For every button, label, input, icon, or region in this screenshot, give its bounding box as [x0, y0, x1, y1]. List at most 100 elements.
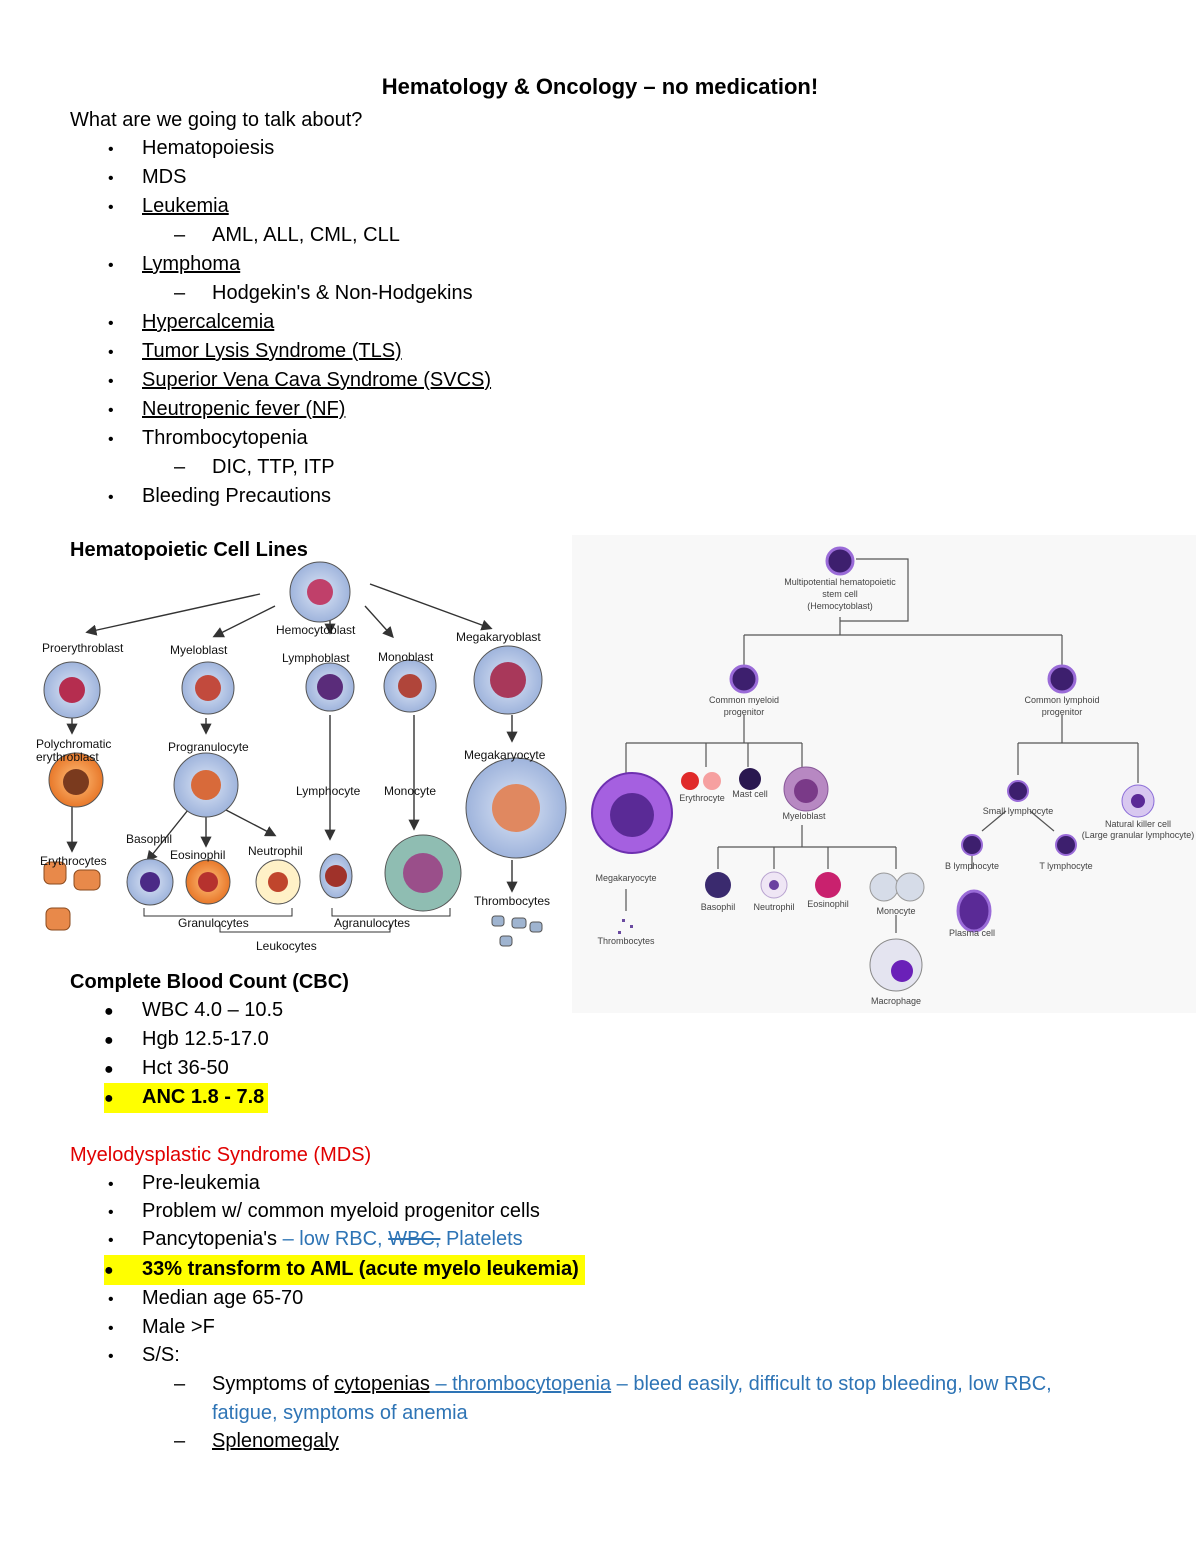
mds-item-2: •Problem w/ common myeloid progenitor ce…: [108, 1200, 540, 1222]
mds-item-3: •Pancytopenia's – low RBC, WBC, Platelet…: [108, 1228, 523, 1250]
mds-item-7: •S/S:: [108, 1344, 180, 1366]
label-nk-2: (Large granular lymphocyte): [1082, 830, 1195, 840]
bullet-icon: ●: [104, 1032, 114, 1049]
cbc-heading: Complete Blood Count (CBC): [70, 971, 349, 993]
label-nk-1: Natural killer cell: [1105, 819, 1171, 829]
cbc-item: ● Hgb 12.5-17.0: [104, 1025, 269, 1055]
bullet-icon: •: [108, 402, 114, 419]
label-neutrophil: Neutrophil: [248, 844, 303, 858]
label-stem-3: (Hemocytoblast): [807, 601, 873, 611]
label-monoblast: Monoblast: [378, 650, 434, 664]
topic-label: Leukemia: [142, 195, 229, 217]
label-basophil: Basophil: [126, 832, 172, 846]
label-megakaryocyte: Megakaryocyte: [595, 873, 656, 883]
label-common-myeloid-2: progenitor: [724, 707, 765, 717]
label-common-lymphoid-2: progenitor: [1042, 707, 1083, 717]
topic-item: • Neutropenic fever (NF): [108, 395, 345, 425]
topic-item: •Tumor Lysis Syndrome (TLS): [108, 337, 402, 367]
bullet-icon: •: [108, 315, 114, 332]
label-neutrophil: Neutrophil: [753, 902, 794, 912]
intro-text: What are we going to talk about?: [70, 109, 363, 131]
topic-label: Thrombocytopenia: [142, 427, 308, 449]
topic-subitem: –DIC, TTP, ITP: [174, 453, 335, 481]
label-lymphoblast: Lymphoblast: [282, 651, 350, 665]
label-erythrocytes: Erythrocytes: [40, 854, 107, 868]
cbc-item-label: Hgb 12.5-17.0: [142, 1028, 269, 1050]
bullet-icon: •: [108, 344, 114, 361]
label-monocyte: Monocyte: [384, 784, 436, 798]
topic-item: • MDS: [108, 163, 186, 193]
struck-wbc: WBC,: [388, 1228, 441, 1250]
mds-item-4-highlight: ●33% transform to AML (acute myelo leuke…: [104, 1255, 585, 1285]
topic-item: • Lymphoma: [108, 250, 240, 280]
topic-item: • Superior Vena Cava Syndrome (SVCS): [108, 366, 491, 396]
topic-subitem: – AML, ALL, CML, CLL: [174, 221, 400, 249]
cbc-item: ● WBC 4.0 – 10.5: [104, 996, 283, 1026]
label-progranulocyte: Progranulocyte: [168, 740, 249, 754]
topic-label: Lymphoma: [142, 253, 241, 275]
bullet-icon: •: [108, 170, 114, 187]
topic-label: MDS: [142, 166, 187, 188]
label-leukocytes: Leukocytes: [256, 939, 317, 953]
cbc-item-label: Hct 36-50: [142, 1057, 229, 1079]
bullet-icon: •: [108, 373, 114, 390]
label-erythrocyte: Erythrocyte: [679, 793, 725, 803]
label-megakaryoblast: Megakaryoblast: [456, 630, 541, 644]
bullet-icon: •: [108, 257, 114, 274]
topic-item: • Thrombocytopenia: [108, 424, 308, 454]
topic-label: Neutropenic fever (NF): [142, 398, 346, 420]
label-mast-cell: Mast cell: [732, 789, 768, 799]
label-stem-1: Multipotential hematopoietic: [784, 577, 896, 587]
topic-item: • Hypercalcemia: [108, 308, 274, 338]
topic-label: Hypercalcemia: [142, 311, 275, 333]
mds-heading: Myelodysplastic Syndrome (MDS): [70, 1144, 372, 1166]
label-b-lymphocyte: B lymphocyte: [945, 861, 999, 871]
label-common-myeloid-1: Common myeloid: [709, 695, 779, 705]
mds-sub-1: –Symptoms of cytopenias – thrombocytopen…: [174, 1373, 1052, 1395]
topic-sub-label: DIC, TTP, ITP: [212, 456, 335, 478]
label-plasma-cell: Plasma cell: [949, 928, 995, 938]
dash-icon: –: [174, 282, 186, 304]
label-granulocytes: Granulocytes: [178, 916, 249, 930]
topic-subitem: – Hodgekin's & Non-Hodgekins: [174, 279, 473, 307]
dash-icon: –: [174, 224, 186, 246]
bullet-icon: •: [108, 431, 114, 448]
topic-item: • Leukemia: [108, 192, 229, 222]
label-agranulocytes: Agranulocytes: [334, 916, 410, 930]
label-myeloblast: Myeloblast: [170, 643, 228, 657]
label-common-lymphoid-1: Common lymphoid: [1024, 695, 1099, 705]
cbc-item-label: WBC 4.0 – 10.5: [142, 999, 284, 1021]
cbc-anc-highlight: ●ANC 1.8 - 7.8: [104, 1083, 269, 1113]
label-erythroblast: erythroblast: [36, 750, 99, 764]
label-t-lymphocyte: T lymphocyte: [1039, 861, 1092, 871]
label-stem-2: stem cell: [822, 589, 858, 599]
cbc-item: ● Hct 36-50: [104, 1054, 229, 1084]
bullet-icon: •: [108, 199, 114, 216]
label-small-lymphocyte: Small lymphocyte: [983, 806, 1054, 816]
label-basophil: Basophil: [701, 902, 736, 912]
label-polychromatic: Polychromatic: [36, 737, 111, 751]
label-eosinophil: Eosinophil: [807, 899, 849, 909]
bullet-icon: ●: [104, 1003, 114, 1020]
bullet-icon: ●: [104, 1061, 114, 1078]
cell-lines-heading: Hematopoietic Cell Lines: [70, 539, 308, 561]
topic-label: Bleeding Precautions: [142, 485, 332, 507]
hematopoietic-cell-lines-figure: Hemocytoblast Proerythroblast Myeloblast…: [36, 561, 567, 953]
label-lymphocyte: Lymphocyte: [296, 784, 361, 798]
topic-item: •Hematopoiesis: [108, 134, 274, 164]
topic-sub-label: Hodgekin's & Non-Hodgekins: [212, 282, 473, 304]
mds-item-5: •Median age 65-70: [108, 1287, 304, 1309]
label-macrophage: Macrophage: [871, 996, 921, 1006]
label-monocyte: Monocyte: [876, 906, 915, 916]
topic-sub-label: AML, ALL, CML, CLL: [212, 224, 400, 246]
mds-sub-2: –Splenomegaly: [174, 1430, 339, 1452]
label-eosinophil: Eosinophil: [170, 848, 225, 862]
label-megakaryocyte: Megakaryocyte: [464, 748, 546, 762]
bullet-icon: •: [108, 489, 114, 506]
label-thrombocytes: Thrombocytes: [474, 894, 550, 908]
topic-label: Superior Vena Cava Syndrome (SVCS): [142, 369, 492, 391]
page-title: Hematology & Oncology – no medication!: [381, 74, 819, 99]
bullet-icon: •: [108, 141, 114, 158]
hematopoiesis-tree-figure: Multipotential hematopoietic stem cell (…: [572, 535, 1196, 1013]
topic-item: • Bleeding Precautions: [108, 482, 331, 512]
